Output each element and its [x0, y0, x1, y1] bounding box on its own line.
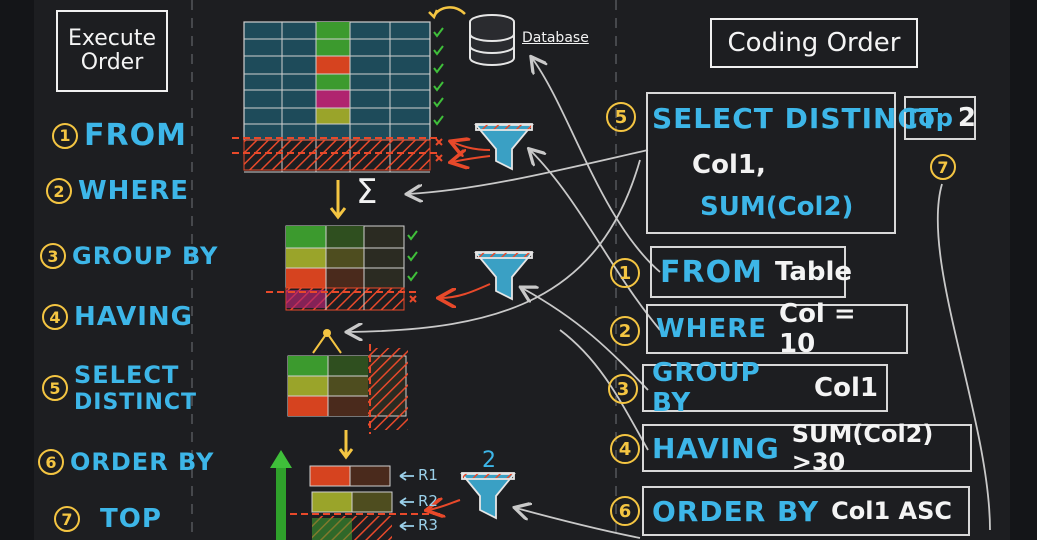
code-argument: Col1 ASC — [831, 497, 952, 525]
code-number-group-by: 3 — [608, 374, 638, 404]
step-label: WHERE — [78, 176, 189, 206]
step-number: 6 — [38, 449, 64, 475]
database-label: Database — [522, 30, 589, 46]
top-n-label: 2 — [482, 448, 496, 473]
step-number: 1 — [52, 122, 78, 149]
code-number-select: 5 — [606, 102, 636, 132]
source-table — [232, 21, 440, 173]
row-label-r1: R1 — [418, 466, 438, 484]
ordered-rows — [290, 465, 440, 540]
code-select-box: SELECT DISTINCT Col1, SUM(Col2) — [646, 92, 938, 234]
code-select-keyword: SELECT DISTINCT — [652, 102, 940, 135]
code-top-box: Top 2 — [904, 96, 976, 140]
code-keyword: GROUP BY — [652, 358, 761, 418]
step-label-2: DISTINCT — [74, 389, 198, 415]
code-line-group-by: GROUP BY Col1 — [642, 358, 888, 418]
step-label: SELECT — [74, 361, 180, 389]
step-label: FROM — [84, 118, 187, 153]
database-icon — [469, 14, 515, 66]
code-argument: Col1 — [814, 373, 878, 403]
step-label: ORDER BY — [70, 448, 215, 476]
code-top-keyword: Top — [904, 104, 954, 132]
code-keyword: WHERE — [656, 314, 767, 344]
execute-step-top: 7 TOP — [54, 504, 162, 534]
step-number: 7 — [54, 506, 80, 532]
code-line-where: WHERE Col = 10 — [646, 299, 908, 359]
code-argument: Table — [774, 257, 853, 287]
code-line-order-by: ORDER BY Col1 ASC — [642, 486, 970, 536]
code-number-top: 7 — [930, 154, 956, 180]
step-label: GROUP BY — [72, 242, 219, 270]
coding-order-title: Coding Order — [710, 18, 918, 68]
step-number: 3 — [40, 243, 66, 269]
execute-step-from: 1 FROM — [52, 118, 187, 153]
code-keyword: HAVING — [652, 431, 780, 465]
code-number-having: 4 — [610, 434, 640, 464]
grouped-table — [266, 225, 420, 311]
code-keyword: FROM — [660, 254, 763, 290]
code-select-agg: SUM(Col2) — [700, 192, 854, 222]
code-keyword: ORDER BY — [652, 494, 820, 528]
step-number: 2 — [46, 178, 72, 204]
step-number: 4 — [42, 304, 68, 330]
check-marks — [433, 27, 444, 126]
code-number-from: 1 — [610, 258, 640, 288]
filter-funnel-having — [474, 251, 534, 301]
code-argument: SUM(Col2) >30 — [791, 420, 934, 476]
execute-step-order-by: 6 ORDER BY — [38, 448, 214, 476]
step-label: TOP — [100, 504, 162, 534]
cross-marks — [435, 138, 443, 162]
execute-order-title: Execute Order — [56, 10, 168, 92]
connector-arrows — [348, 58, 991, 539]
row-label-r2: R2 — [418, 492, 438, 510]
execute-order-title-line1: Execute — [68, 25, 156, 51]
code-argument: Col = 10 — [778, 299, 856, 359]
execute-step-having: 4 HAVING — [42, 302, 193, 332]
step-label: HAVING — [74, 302, 194, 332]
execute-step-select-distinct: 5 SELECT DISTINCT — [42, 361, 198, 415]
sigma-symbol: Σ — [356, 172, 378, 212]
filter-funnel-where — [474, 123, 534, 171]
execute-order-title-line2: Order — [80, 50, 144, 75]
coding-order-title-text: Coding Order — [727, 27, 901, 58]
code-select-col1: Col1, — [692, 150, 766, 180]
code-number-where: 2 — [610, 316, 640, 346]
step-number: 5 — [42, 375, 68, 402]
code-number-order-by: 6 — [610, 496, 640, 526]
code-line-having: HAVING SUM(Col2) >30 — [642, 420, 972, 476]
distinct-table — [287, 329, 408, 434]
code-top-value: 2 — [957, 103, 976, 133]
execute-step-where: 2 WHERE — [46, 176, 189, 206]
execute-step-group-by: 3 GROUP BY — [40, 242, 218, 270]
code-line-from: FROM Table — [650, 246, 852, 298]
row-label-r3: R3 — [418, 516, 438, 534]
filter-funnel-top — [460, 472, 516, 520]
